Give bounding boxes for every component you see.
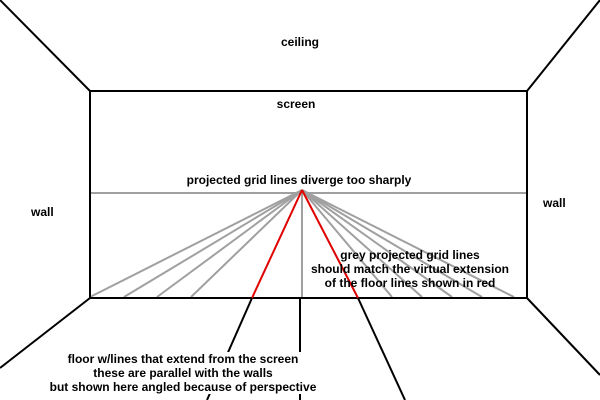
projected-grid-lines	[89, 189, 526, 298]
floor-edge-right	[526, 297, 600, 376]
grid-line	[301, 189, 515, 298]
ceiling-label: ceiling	[280, 35, 320, 49]
grid-line	[123, 189, 303, 298]
floor-note-line-3: but shown here angled because of perspec…	[49, 380, 317, 394]
grid-line	[301, 189, 483, 298]
floor-note-line-1: floor w/lines that extend from the scree…	[67, 352, 299, 366]
grey-grid-note: grey projected grid lines should match t…	[311, 248, 509, 290]
grid-line	[89, 189, 303, 298]
grid-line	[301, 189, 393, 298]
screen-rectangle	[89, 90, 528, 299]
grey-note-line-1: grey projected grid lines	[340, 248, 480, 262]
grid-line	[301, 189, 423, 298]
grey-note-line-3: of the floor lines shown in red	[324, 276, 496, 290]
grid-line	[190, 189, 303, 298]
room-edges	[0, 0, 600, 376]
wall-label-left: wall	[31, 205, 54, 219]
screen-label: screen	[276, 97, 316, 111]
floor-note: floor w/lines that extend from the scree…	[49, 352, 317, 394]
red-extension-left	[251, 189, 303, 299]
red-extension-right	[301, 189, 359, 299]
floor-note-line-2: these are parallel with the walls	[93, 366, 273, 380]
ceiling-edge-left	[0, 0, 91, 92]
grid-line	[156, 189, 303, 298]
wall-label-right: wall	[543, 196, 566, 210]
grey-note-line-2: should match the virtual extension	[310, 262, 510, 276]
grid-line	[301, 189, 453, 298]
floor-edge-left	[0, 297, 91, 369]
diverge-note: projected grid lines diverge too sharply	[186, 173, 412, 187]
virtual-extension-lines	[251, 189, 359, 299]
floor-line-right	[357, 297, 406, 400]
ceiling-edge-right	[526, 0, 600, 92]
